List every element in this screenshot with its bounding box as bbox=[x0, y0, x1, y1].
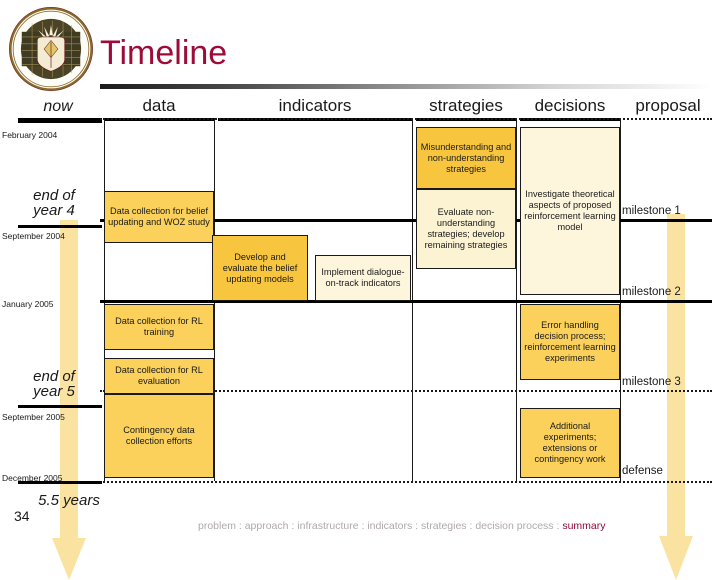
task-box-label: Contingency data collection efforts bbox=[123, 425, 195, 446]
milestone-label-4: defense bbox=[622, 465, 663, 477]
vertical-separator-0 bbox=[104, 118, 106, 481]
breadcrumb-separator: : bbox=[553, 520, 563, 532]
breadcrumb-separator: : bbox=[288, 520, 298, 532]
page-title: Timeline bbox=[100, 34, 228, 72]
date-tick-4 bbox=[18, 481, 102, 484]
date-tick-3 bbox=[18, 405, 102, 408]
column-rule-now bbox=[18, 118, 102, 121]
task-box[interactable]: Data collection for belief updating and … bbox=[104, 191, 214, 243]
task-box[interactable]: Data collection for RL evaluation bbox=[104, 358, 214, 394]
task-box[interactable]: Data collection for RL training bbox=[104, 304, 214, 350]
milestone-label-2: milestone 2 bbox=[622, 286, 681, 298]
task-box[interactable]: Error handling decision process; reinfor… bbox=[520, 304, 620, 380]
breadcrumb-item-problem[interactable]: problem bbox=[198, 520, 236, 532]
total-duration-label: 5.5 years bbox=[38, 492, 100, 509]
task-box[interactable]: Investigate theoretical aspects of propo… bbox=[520, 127, 620, 295]
task-box-label: Develop and evaluate the belief updating… bbox=[222, 251, 298, 284]
column-header-indicators: indicators bbox=[278, 96, 352, 115]
breadcrumb-item-indicators[interactable]: indicators bbox=[367, 520, 413, 532]
breadcrumb-separator: : bbox=[235, 520, 245, 532]
page-number: 34 bbox=[14, 508, 30, 524]
carnegie-mellon-seal-logo bbox=[9, 7, 93, 91]
breadcrumb-separator: : bbox=[466, 520, 476, 532]
task-box-label: Error handling decision process; reinfor… bbox=[524, 320, 616, 363]
date-label-0: February 2004 bbox=[2, 130, 58, 140]
breadcrumb: problem : approach : infrastructure : in… bbox=[198, 520, 605, 532]
task-box-label: Additional experiments; extensions or co… bbox=[534, 421, 606, 464]
vertical-separator-3 bbox=[516, 118, 518, 481]
date-label-4: December 2005 bbox=[2, 473, 63, 483]
date-tick-1 bbox=[18, 225, 102, 228]
title-gradient-rule bbox=[100, 84, 712, 89]
row-separator-4 bbox=[100, 481, 712, 483]
milestone-label-1: milestone 1 bbox=[622, 205, 681, 217]
vertical-separator-4 bbox=[620, 118, 622, 481]
task-box[interactable]: Misunderstanding and non-understanding s… bbox=[416, 127, 516, 189]
row-separator-0 bbox=[100, 118, 712, 120]
task-box[interactable]: Implement dialogue-on-track indicators bbox=[315, 255, 411, 301]
breadcrumb-item-approach[interactable]: approach bbox=[244, 520, 289, 532]
vertical-separator-2 bbox=[412, 118, 414, 481]
proposal-arrow-downward bbox=[659, 214, 693, 580]
column-header-data: data bbox=[142, 96, 176, 115]
column-header-decisions: decisions bbox=[534, 96, 606, 115]
task-box-label: Data collection for RL training bbox=[115, 316, 203, 337]
task-box-label: Data collection for RL evaluation bbox=[115, 365, 203, 386]
time-arrow-downward bbox=[52, 220, 86, 580]
task-box-label: Implement dialogue-on-track indicators bbox=[321, 267, 405, 288]
breadcrumb-item-strategies[interactable]: strategies bbox=[421, 520, 467, 532]
milestone-label-3: milestone 3 bbox=[622, 376, 681, 388]
date-label-1: September 2004 bbox=[2, 231, 65, 241]
column-header-proposal: proposal bbox=[635, 96, 701, 115]
task-box[interactable]: Additional experiments; extensions or co… bbox=[520, 408, 620, 478]
row-separator-1 bbox=[100, 219, 712, 222]
date-label-3: September 2005 bbox=[2, 412, 65, 422]
row-separator-2 bbox=[100, 300, 712, 303]
task-box[interactable]: Evaluate non-understanding strategies; d… bbox=[416, 189, 516, 269]
task-box-label: Evaluate non-understanding strategies; d… bbox=[424, 207, 508, 250]
breadcrumb-item-infrastructure[interactable]: infrastructure bbox=[297, 520, 359, 532]
task-box-label: Investigate theoretical aspects of propo… bbox=[524, 189, 616, 232]
breadcrumb-item-decision-process[interactable]: decision process bbox=[475, 520, 554, 532]
task-box-label: Data collection for belief updating and … bbox=[108, 206, 210, 227]
row-separator-3 bbox=[100, 390, 712, 392]
date-tick-0 bbox=[18, 120, 102, 123]
date-label-2: January 2005 bbox=[2, 299, 54, 309]
timeline-chart: now data indicators strategies decisions prop… bbox=[0, 96, 720, 580]
task-box[interactable]: Develop and evaluate the belief updating… bbox=[212, 235, 308, 301]
breadcrumb-separator: : bbox=[358, 520, 368, 532]
task-box-label: Misunderstanding and non-understanding s… bbox=[420, 141, 512, 174]
column-header-strategies: strategies bbox=[429, 96, 503, 115]
breadcrumb-item-summary-current[interactable]: summary bbox=[562, 520, 606, 532]
breadcrumb-separator: : bbox=[412, 520, 422, 532]
column-header-now: now bbox=[43, 98, 73, 115]
task-box[interactable]: Contingency data collection efforts bbox=[104, 394, 214, 478]
